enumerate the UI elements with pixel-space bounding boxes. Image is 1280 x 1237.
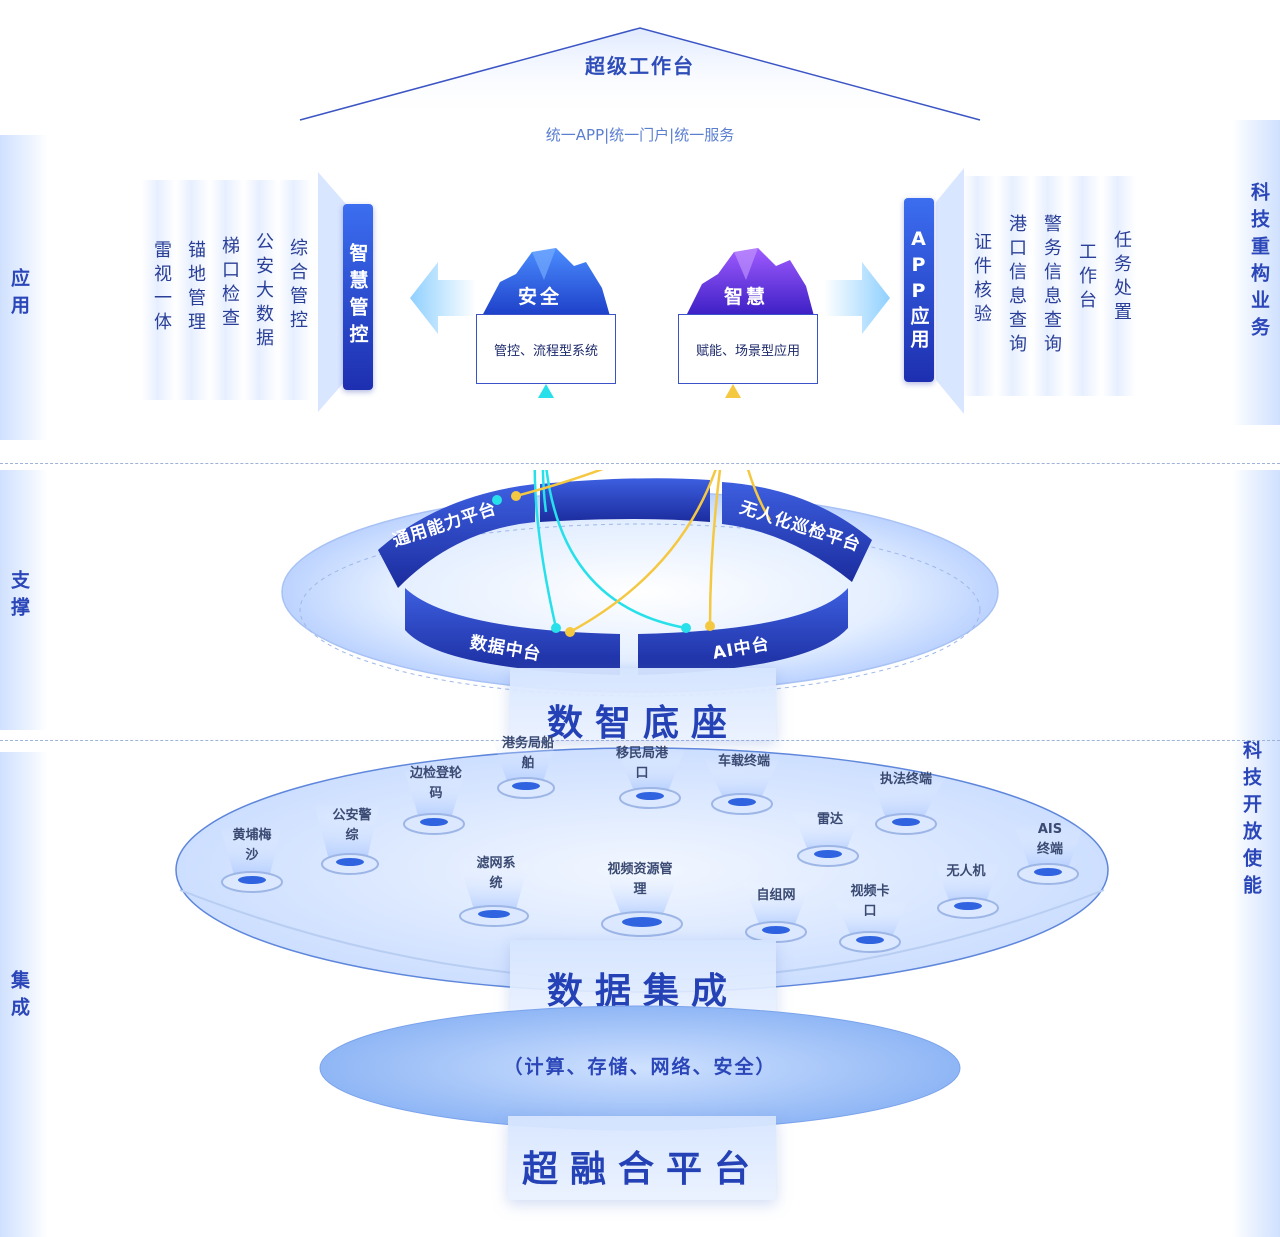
platform-label-box <box>508 1116 776 1200</box>
right-bracket <box>936 168 964 414</box>
left-group-header[interactable]: 智慧管控 <box>343 204 373 390</box>
link-cyan <box>545 470 687 630</box>
data-node-label[interactable]: 车载终端 <box>717 754 770 769</box>
link-yellow <box>708 470 722 627</box>
left-band-integration <box>0 752 48 1237</box>
right-band-bottom <box>1232 470 1280 1237</box>
divider-lower <box>0 740 1280 741</box>
left-item[interactable]: 锚地管理 <box>185 240 206 336</box>
left-item[interactable]: 雷视一体 <box>151 240 172 336</box>
left-item[interactable]: 公安大数据 <box>253 232 274 352</box>
divider-upper <box>0 463 1280 464</box>
left-column-bg <box>244 180 278 400</box>
right-item[interactable]: 证件核验 <box>971 232 992 328</box>
left-column-bg <box>142 180 176 400</box>
left-band-support <box>0 470 48 730</box>
card-smart-title: 智慧 <box>724 286 769 308</box>
arrowhead-cyan-icon <box>538 384 554 398</box>
ring-segment-data <box>405 588 620 675</box>
data-node-label[interactable]: 港务局船舶 <box>501 736 554 771</box>
data-node-label[interactable]: 自组网 <box>756 888 796 903</box>
data-node-label[interactable]: 移民局港口 <box>615 746 668 781</box>
card-security-title: 安全 <box>518 286 563 308</box>
right-band-top <box>1232 120 1280 425</box>
section-label-tech-enable: 科技开放使能 <box>1240 740 1262 902</box>
left-column-bg <box>210 180 244 400</box>
arrowhead-yellow-icon <box>725 384 741 398</box>
data-node-label[interactable]: 滤网系统 <box>476 856 516 891</box>
link-yellow <box>746 470 772 521</box>
roof-shape <box>299 27 981 121</box>
right-group-header[interactable]: APP应用 <box>904 198 934 382</box>
right-item[interactable]: 港口信息查询 <box>1006 214 1027 358</box>
section-label-tech-restructure: 科技重构业务 <box>1248 182 1270 344</box>
support-platform <box>281 470 999 697</box>
data-node-label[interactable]: 黄埔梅沙 <box>232 828 272 863</box>
left-band-application <box>0 135 48 440</box>
ring-segment-unmanned <box>722 482 872 582</box>
ring-segment-general <box>378 484 535 588</box>
left-column-bg <box>278 180 312 400</box>
right-item[interactable]: 工作台 <box>1076 242 1097 314</box>
ring-segment-back <box>540 478 710 522</box>
integration-label: 数据集成 <box>546 971 739 1012</box>
ring-segment-ai <box>638 588 848 675</box>
card-security[interactable]: 管控、流程型系统 <box>476 314 616 384</box>
right-item[interactable]: 任务处置 <box>1111 230 1132 326</box>
arrow-right-icon <box>824 262 890 334</box>
data-node-label[interactable]: AIS终端 <box>1036 822 1063 857</box>
link-cyan <box>541 470 548 513</box>
section-label-integration: 集成 <box>8 970 30 1024</box>
right-column-bg <box>997 176 1031 396</box>
left-item[interactable]: 综合管控 <box>287 238 308 334</box>
left-column-bg <box>176 180 210 400</box>
roof-title: 超级工作台 <box>585 54 695 78</box>
infrastructure-label: （计算、存储、网络、安全） <box>503 1056 777 1078</box>
link-yellow <box>515 470 604 498</box>
arrow-left-icon <box>410 262 476 334</box>
right-column-bg <box>962 176 996 396</box>
right-column-bg <box>1032 176 1066 396</box>
data-node-label[interactable]: 无人机 <box>946 864 986 879</box>
right-column-bg <box>1102 176 1136 396</box>
data-node-label[interactable]: 执法终端 <box>879 772 932 787</box>
right-column-bg <box>1067 176 1101 396</box>
card-smart[interactable]: 赋能、场景型应用 <box>678 314 818 384</box>
node-markers <box>220 740 1084 953</box>
roof-subtitle: 统一APP|统一门户|统一服务 <box>545 126 735 144</box>
base-label: 数智底座 <box>546 703 739 744</box>
section-label-application: 应用 <box>8 268 30 322</box>
base-label-box <box>510 668 776 740</box>
mountain-security-icon <box>482 248 610 316</box>
link-cyan <box>533 470 558 629</box>
link-yellow <box>569 470 717 634</box>
left-item[interactable]: 梯口检查 <box>219 236 240 332</box>
data-node-label[interactable]: 视频卡口 <box>850 884 890 919</box>
mountain-smart-icon <box>686 248 814 316</box>
data-node-label[interactable]: 雷达 <box>816 812 843 827</box>
data-node-label[interactable]: 公安警综 <box>332 808 372 843</box>
data-node-label[interactable]: 边检登轮码 <box>409 766 462 801</box>
left-bracket <box>318 172 346 412</box>
platform-label: 超融合平台 <box>521 1149 762 1190</box>
data-node-label[interactable]: 视频资源管理 <box>607 862 673 897</box>
section-label-support: 支撑 <box>8 570 30 624</box>
right-item[interactable]: 警务信息查询 <box>1041 214 1062 358</box>
